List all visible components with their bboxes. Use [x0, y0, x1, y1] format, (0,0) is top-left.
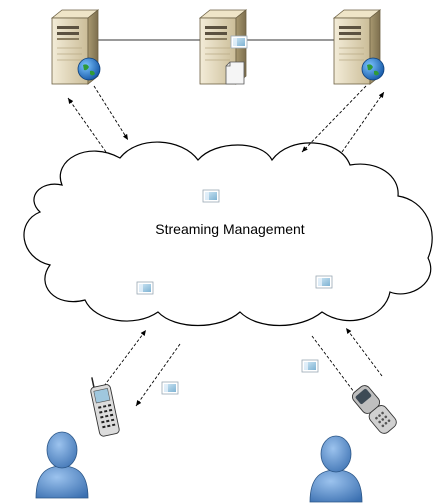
cloud-label: Streaming Management [155, 221, 305, 237]
arrows-left-server [67, 85, 129, 153]
document-icon [225, 61, 245, 85]
media-server-center [199, 9, 248, 85]
stream-screen-icon [136, 281, 154, 295]
globe-icon [361, 57, 385, 81]
screen-icon [230, 35, 248, 49]
web-server-right [333, 9, 385, 85]
arrows-left-client [103, 329, 181, 407]
stream-screen-icon [301, 359, 319, 373]
arrows-right-server [301, 85, 385, 153]
user-icon [309, 435, 363, 503]
flip-phone-icon [352, 385, 397, 434]
web-server-left [51, 9, 101, 85]
user-icon [35, 431, 89, 499]
stream-screen-icon [202, 189, 220, 203]
globe-icon [77, 57, 101, 81]
arrows-right-client [311, 327, 383, 401]
mobile-phone-icon [90, 377, 120, 437]
stream-screen-icon [161, 381, 179, 395]
stream-screen-icon [315, 275, 333, 289]
